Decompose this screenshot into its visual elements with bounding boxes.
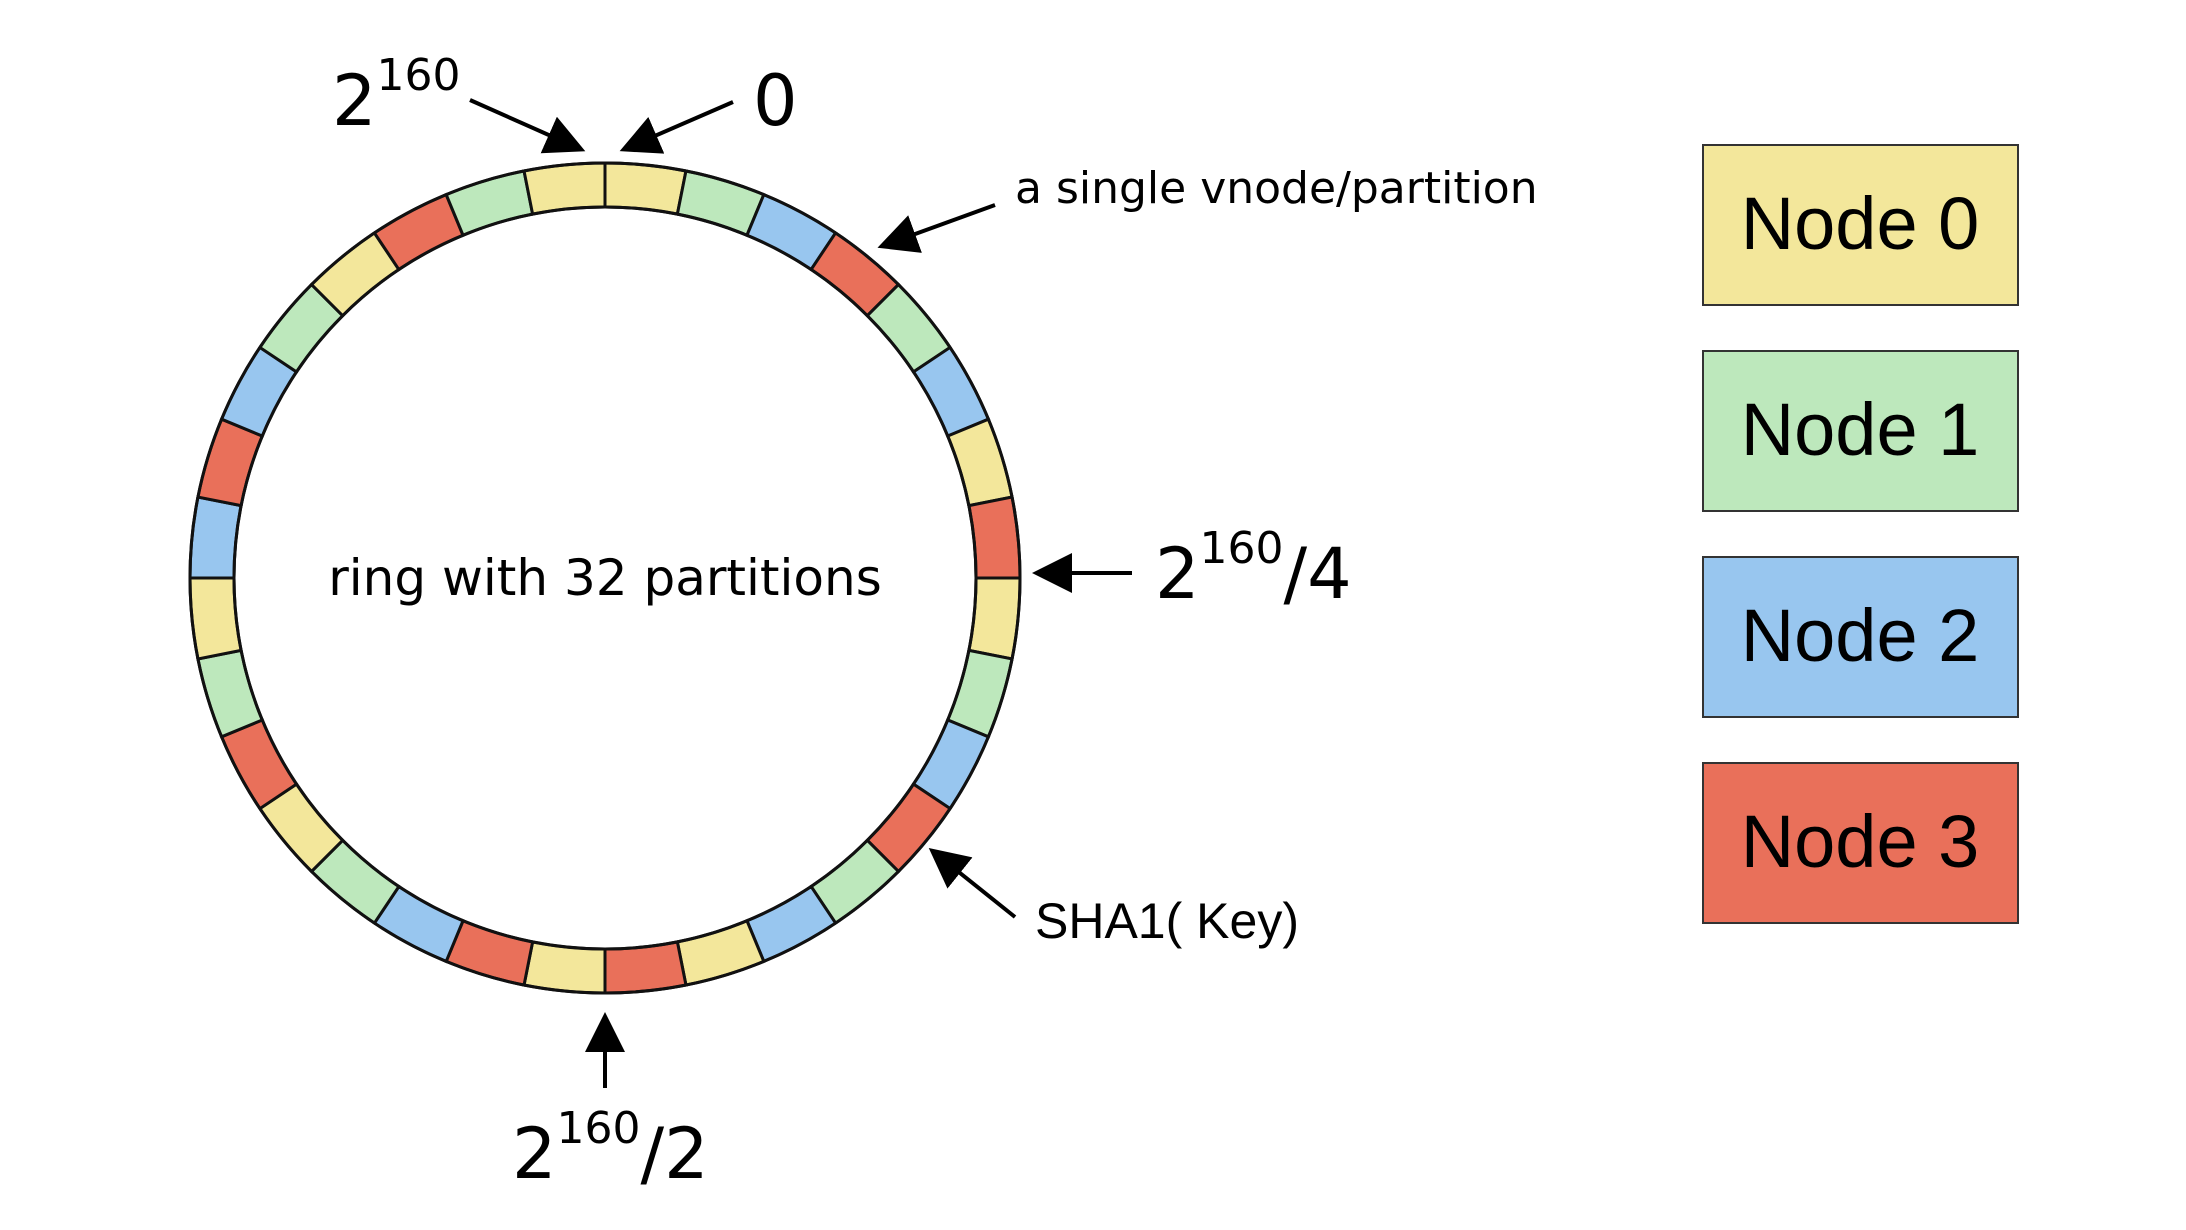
legend-label-node-2: Node 2: [1741, 594, 1980, 677]
legend-swatch-node-1: [1702, 350, 2019, 512]
label-2-pow-160: 2160: [332, 50, 461, 142]
label-single-vnode: a single vnode/partition: [1015, 163, 1538, 214]
legend-swatch-node-2: [1702, 556, 2019, 718]
label-half: 2160/2: [512, 1103, 709, 1195]
label-zero: 0: [753, 60, 798, 142]
ring-caption: ring with 32 partitions: [328, 549, 882, 607]
arrow-zero: [619, 100, 734, 154]
legend-swatch-node-0: [1702, 144, 2019, 306]
ring-outer-edge: [188, 161, 1022, 995]
legend-label-node-1: Node 1: [1741, 388, 1980, 471]
ring-inner-edge: [232, 205, 978, 951]
arrow-2-pow-160: [469, 98, 586, 154]
node-legend: Node 0 Node 1 Node 2 Node 3: [1702, 144, 2019, 924]
arrow-single-vnode: [877, 203, 996, 253]
label-sha1-key: SHA1( Key): [1035, 893, 1299, 949]
legend-label-node-0: Node 0: [1741, 182, 1980, 265]
legend-swatch-node-3: [1702, 762, 2019, 924]
arrow-sha1-key: [928, 848, 1017, 919]
legend-label-node-3: Node 3: [1741, 800, 1980, 883]
label-quarter: 2160/4: [1155, 523, 1352, 615]
